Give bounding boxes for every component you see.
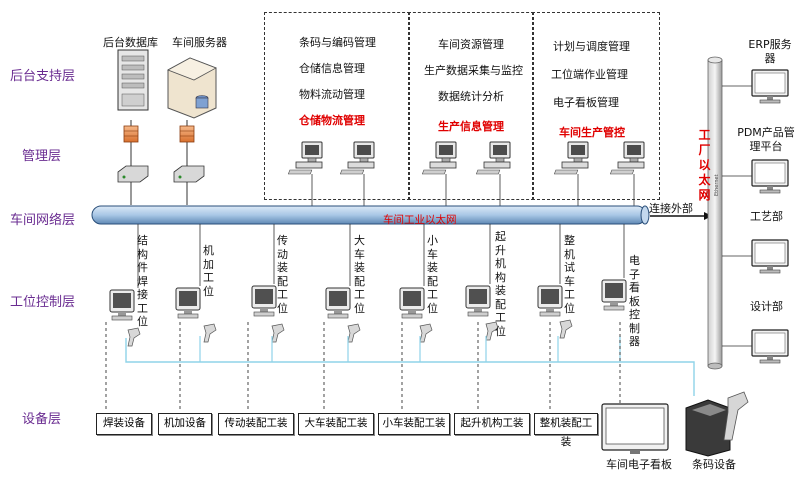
server-drive-bay xyxy=(121,64,145,71)
station-data-cable xyxy=(125,338,695,396)
group-item-production-control-0: 计划与调度管理 xyxy=(553,40,630,53)
station-label-6: 整机试车工位 xyxy=(564,234,575,315)
station-label-1: 机加工位 xyxy=(203,244,214,298)
factory-ethernet-backbone xyxy=(707,59,723,367)
database-icon-body xyxy=(195,97,209,109)
station-pc-icon xyxy=(399,287,425,319)
group-item-production-info-0: 车间资源管理 xyxy=(438,38,504,51)
group-item-production-info-2: 数据统计分析 xyxy=(438,90,504,103)
device-box-4: 小车装配工装 xyxy=(378,413,450,435)
firewall-icon xyxy=(179,125,195,143)
layer-label-device: 设备层 xyxy=(22,412,62,427)
switch-led xyxy=(122,175,126,179)
right-side-monitor-icon xyxy=(751,329,789,364)
group-item-logistics-0: 条码与编码管理 xyxy=(299,36,376,49)
barcode-scanner-icon xyxy=(127,327,141,347)
server-label-workshop: 车间服务器 xyxy=(172,36,227,49)
station-label-4: 小车装配工位 xyxy=(427,234,438,315)
backbone-small-text: Ethernet xyxy=(714,174,720,196)
station-pc-icon xyxy=(601,279,627,311)
station-label-7: 电子看板控制器 xyxy=(629,254,640,348)
station-pc-icon xyxy=(537,285,563,317)
barcode-scanner-icon xyxy=(271,323,285,343)
device-box-1: 机加设备 xyxy=(158,413,212,435)
station-label-3: 大车装配工位 xyxy=(354,234,365,315)
switch-icon xyxy=(117,165,149,183)
group-item-logistics-2: 物料流动管理 xyxy=(299,88,365,101)
group-title-production-control: 车间生产管控 xyxy=(559,126,625,139)
barcode-printer-icon xyxy=(685,399,731,457)
right-side-monitor-icon xyxy=(751,159,789,194)
layer-label-station: 工位控制层 xyxy=(10,295,76,310)
layer-label-management: 管理层 xyxy=(22,149,62,164)
factory-ethernet-label: 工厂以太网 xyxy=(698,128,711,202)
station-pc-icon xyxy=(175,287,201,319)
device-label-kanban: 车间电子看板 xyxy=(606,458,672,471)
kanban-board-screen xyxy=(605,407,665,445)
kanban-stand xyxy=(630,450,640,454)
station-pc-icon xyxy=(109,289,135,321)
group-item-production-control-2: 电子看板管理 xyxy=(553,96,619,109)
workshop-server-top xyxy=(167,57,217,81)
group-item-logistics-1: 仓储信息管理 xyxy=(299,62,365,75)
firewall-icon xyxy=(123,125,139,143)
barcode-printer-top xyxy=(692,404,726,416)
layer-label-network: 车间网络层 xyxy=(10,213,76,228)
right-side-monitor-icon xyxy=(751,69,789,104)
bus-label: 车间工业以太网 xyxy=(383,214,457,226)
device-box-6: 整机装配工装 xyxy=(534,413,598,448)
workshop-ethernet-bus xyxy=(91,205,647,225)
device-box-2: 传动装配工装 xyxy=(218,413,294,435)
station-pc-icon xyxy=(465,285,491,317)
server-drive-bay xyxy=(121,55,145,62)
station-pc-icon xyxy=(325,287,351,319)
switch-led xyxy=(178,175,182,179)
barcode-scanner-icon xyxy=(419,323,433,343)
switch-icon xyxy=(173,165,205,183)
right-label-design: 设计部 xyxy=(750,300,783,313)
barcode-scanner-icon xyxy=(559,319,573,339)
server-label-db: 后台数据库 xyxy=(103,36,158,49)
backbone-bottom-cap xyxy=(707,362,723,370)
device-box-5: 起升机构工装 xyxy=(454,413,530,435)
station-pc-icon xyxy=(251,285,277,317)
station-label-2: 传动装配工位 xyxy=(277,234,288,315)
device-box-0: 焊装设备 xyxy=(96,413,152,435)
group-frame-production-info xyxy=(408,12,534,200)
backbone-top-cap xyxy=(707,56,723,64)
server-drive-bay xyxy=(121,73,145,80)
station-label-5: 起升机构装配工位 xyxy=(495,230,506,338)
bus-end-cap xyxy=(640,205,650,225)
group-item-production-info-1: 生产数据采集与监控 xyxy=(424,64,523,77)
server-drive-bay xyxy=(121,82,145,89)
device-label-barcode: 条码设备 xyxy=(692,458,736,471)
handheld-scanner-icon xyxy=(723,391,749,441)
group-title-production-info: 生产信息管理 xyxy=(438,120,504,133)
server-panel xyxy=(121,93,145,107)
right-label-erp: ERP服务器 xyxy=(748,38,792,65)
group-frame-logistics xyxy=(264,12,410,200)
connect-external-label: 连接外部 xyxy=(649,202,693,215)
right-label-pdm: PDM产品管理平台 xyxy=(737,126,795,153)
device-box-3: 大车装配工装 xyxy=(298,413,374,435)
group-frame-production-control xyxy=(532,12,660,200)
group-item-production-control-1: 工位端作业管理 xyxy=(551,68,628,81)
station-label-0: 结构件焊接工位 xyxy=(137,234,148,328)
right-side-monitor-icon xyxy=(751,239,789,274)
barcode-scanner-icon xyxy=(203,323,217,343)
layer-label-backend: 后台支持层 xyxy=(10,69,76,84)
barcode-scanner-icon xyxy=(347,323,361,343)
right-label-process: 工艺部 xyxy=(750,210,783,223)
group-title-logistics: 仓储物流管理 xyxy=(299,114,365,127)
